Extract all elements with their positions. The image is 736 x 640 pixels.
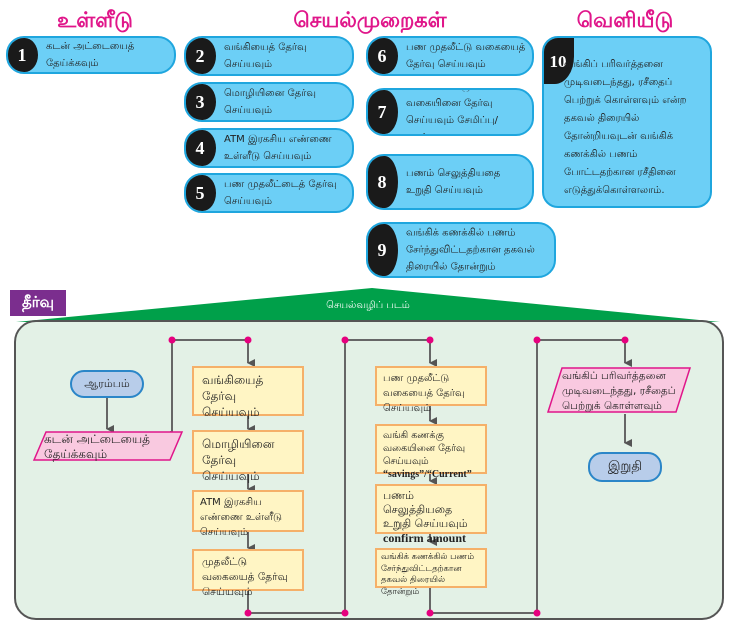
- input-card-text: கடன் அட்டையைத் தேய்க்கவும்: [44, 432, 150, 461]
- process-box-text: ATM இரகசிய எண்ணை உள்ளீடு செய்யவும்: [200, 497, 282, 538]
- step-text: மொழியினை தேர்வு செய்யவும்: [224, 88, 316, 116]
- end-terminal: இறுதி: [588, 452, 662, 482]
- step-number-badge: 5: [186, 175, 216, 211]
- process-box-english: “savings”/“Current”: [383, 469, 472, 480]
- step-5: 5 பண முதலீட்டைத் தேர்வு செய்யவும்: [184, 173, 354, 213]
- connector-dot: [621, 336, 629, 344]
- process-box-text: வங்கி கணக்கு வகையினை தேர்வு செய்யவும்: [383, 430, 466, 467]
- connector-dot: [341, 336, 349, 344]
- step-text: பண முதலீட்டு வகையைத் தேர்வு செய்யவும்: [406, 42, 526, 70]
- connector-dot: [533, 609, 541, 617]
- connector-dot: [168, 336, 176, 344]
- step-2: 2 வங்கியைத் தேர்வு செய்யவும்: [184, 36, 354, 76]
- step-number-badge: 2: [186, 38, 216, 74]
- flowchart-title: செயல்வழிப் படம்: [326, 300, 410, 311]
- process-box: பணம் செலுத்தியதை உறுதி செய்யவும் confirm…: [375, 484, 487, 545]
- flowchart-banner: [16, 288, 720, 322]
- step-text: வங்கிக் கணக்கில் பணம் சேர்ந்துவிட்டதற்கா…: [406, 227, 535, 273]
- process-header: செயல்முறைகள்: [293, 8, 447, 32]
- step-text: வங்கி கணக்கு வகையினை தேர்வு செய்யவும் சே…: [406, 90, 498, 134]
- step-number-badge: 8: [368, 156, 398, 208]
- connector-dot: [244, 609, 252, 617]
- step-text: ATM இரகசிய எண்ணை உள்ளீடு செய்யவும்: [224, 134, 332, 162]
- step-text: பண முதலீட்டைத் தேர்வு செய்யவும்: [224, 179, 337, 207]
- output-parallelogram: [546, 367, 692, 413]
- step-number-badge: 7: [368, 90, 398, 134]
- step-6: 6 பண முதலீட்டு வகையைத் தேர்வு செய்யவும்: [366, 36, 534, 76]
- step-1: 1 கடன் அட்டையைத் தேய்க்கவும்: [6, 36, 176, 74]
- process-box: வங்கிக் கணக்கில் பணம் சேர்ந்துவிட்டதற்கா…: [375, 548, 487, 597]
- step-number-badge: 4: [186, 130, 216, 166]
- start-terminal: ஆரம்பம்: [70, 370, 144, 398]
- process-box-text: மொழியினை தேர்வு செய்யவும்: [202, 437, 275, 483]
- step-8: 8 பணம் செலுத்தியதை உறுதி செய்யவும்: [366, 154, 534, 210]
- step-text: கடன் அட்டையைத் தேய்க்கவும்: [46, 41, 135, 69]
- step-3: 3 மொழியினை தேர்வு செய்யவும்: [184, 82, 354, 122]
- step-10: 10 வங்கிப் பரிவர்த்தனை முடிவடைந்தது, ரசீ…: [542, 36, 712, 208]
- process-box-text: முதலீட்டு வகையைத் தேர்வு செய்யவும்: [202, 556, 288, 598]
- output-header: வெளியீடு: [576, 8, 674, 32]
- process-box: மொழியினை தேர்வு செய்யவும்: [192, 430, 304, 483]
- process-box: வங்கியைத் தேர்வு செய்யவும்: [192, 366, 304, 419]
- step-number-badge: 6: [368, 38, 398, 74]
- connector-dot: [341, 609, 349, 617]
- process-box-text: பணம் செலுத்தியதை உறுதி செய்யவும்: [383, 489, 468, 530]
- step-text: வங்கியைத் தேர்வு செய்யவும்: [224, 42, 307, 70]
- solution-label: தீர்வு: [10, 290, 66, 316]
- process-box: ATM இரகசிய எண்ணை உள்ளீடு செய்யவும்: [192, 490, 304, 538]
- process-box-text: வங்கிக் கணக்கில் பணம் சேர்ந்துவிட்டதற்கா…: [381, 552, 475, 597]
- step-number-badge: 9: [368, 224, 398, 276]
- connector-dot: [244, 336, 252, 344]
- connector-dot: [426, 609, 434, 617]
- step-text: வங்கிப் பரிவர்த்தனை முடிவடைந்தது, ரசீதைப…: [564, 59, 687, 196]
- process-box-text: வங்கியைத் தேர்வு செய்யவும்: [202, 373, 264, 419]
- step-4: 4 ATM இரகசிய எண்ணை உள்ளீடு செய்யவும்: [184, 128, 354, 168]
- process-box-english: confirm amount: [383, 531, 466, 545]
- step-7: 7 வங்கி கணக்கு வகையினை தேர்வு செய்யவும் …: [366, 88, 534, 136]
- process-box: பண முதலீட்டு வகையைத் தேர்வு செய்யவும்: [375, 366, 487, 414]
- connector-dot: [533, 336, 541, 344]
- connector-dot: [426, 336, 434, 344]
- process-box: வங்கி கணக்கு வகையினை தேர்வு செய்யவும் “s…: [375, 424, 487, 480]
- step-9: 9 வங்கிக் கணக்கில் பணம் சேர்ந்துவிட்டதற்…: [366, 222, 556, 278]
- input-header: உள்ளீடு: [57, 8, 133, 32]
- step-text: பணம் செலுத்தியதை உறுதி செய்யவும்: [406, 168, 501, 196]
- input-parallelogram: [32, 431, 184, 461]
- output-card-text: வங்கிப் பரிவர்த்தனை முடிவடைந்தது, ரசீதைப…: [562, 370, 676, 412]
- process-box-text: பண முதலீட்டு வகையைத் தேர்வு செய்யவும்: [383, 373, 465, 414]
- step-number-badge: 1: [8, 38, 38, 72]
- step-number-badge: 3: [186, 84, 216, 120]
- process-box: முதலீட்டு வகையைத் தேர்வு செய்யவும்: [192, 549, 304, 598]
